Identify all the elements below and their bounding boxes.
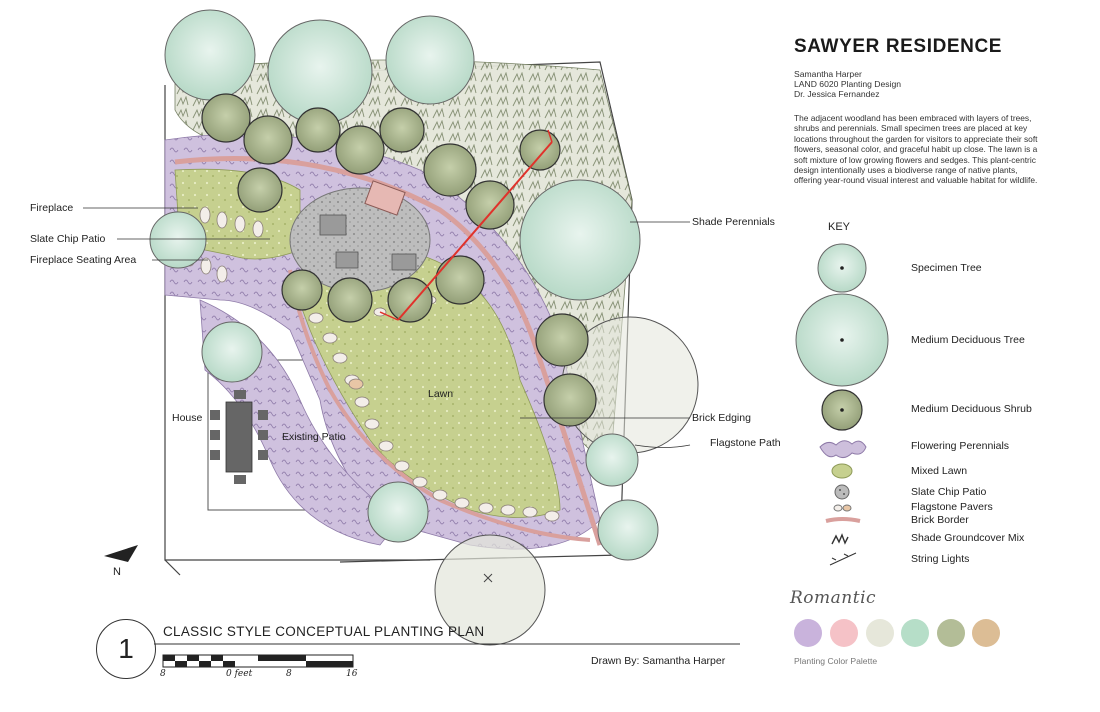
palette-caption: Planting Color Palette — [794, 656, 878, 666]
label-seating: Fireplace Seating Area — [30, 254, 137, 266]
label-slate-patio: Slate Chip Patio — [30, 233, 106, 245]
palette-title: Romantic — [790, 588, 877, 608]
key-label: Slate Chip Patio — [911, 486, 987, 498]
palette-swatch — [972, 619, 1000, 647]
scale-label: 8 — [286, 669, 292, 679]
deciduous-shrub-icon — [821, 389, 863, 431]
key-icons — [795, 243, 889, 566]
palette-swatch — [937, 619, 965, 647]
key-label: Flowering Perennials — [911, 440, 1010, 452]
key-heading: KEY — [828, 221, 851, 233]
palette-swatch — [901, 619, 929, 647]
key-label: Flagstone Pavers — [911, 501, 993, 513]
brick-icon — [825, 517, 861, 523]
course-name: LAND 6020 Planting Design — [794, 79, 902, 89]
label-lawn: Lawn — [428, 388, 454, 400]
label-flagstone-path: Flagstone Path — [710, 437, 781, 449]
brick-edging — [174, 156, 603, 546]
label-fireplace: Fireplace — [30, 202, 74, 214]
medium-deciduous-trees — [164, 9, 641, 301]
key-label: Medium Deciduous Shrub — [911, 403, 1032, 415]
key-label: Shade Groundcover Mix — [911, 532, 1025, 544]
key-label: Specimen Tree — [911, 262, 982, 274]
perennials-icon — [819, 440, 867, 459]
fireplace — [364, 180, 406, 216]
plan-number: 1 — [96, 619, 156, 679]
specimen-tree-icon — [817, 243, 867, 293]
brick-edging — [288, 269, 591, 542]
north-label: N — [113, 566, 121, 578]
north-arrow-icon — [104, 545, 138, 562]
scale-bar — [162, 654, 354, 668]
palette-swatch — [866, 619, 894, 647]
designer-name: Samantha Harper — [794, 69, 862, 79]
key-label: String Lights — [911, 553, 970, 565]
deciduous-tree-icon — [795, 293, 889, 387]
groundcover-icon — [831, 533, 849, 545]
palette-swatch — [830, 619, 858, 647]
scale-label: 0 feet — [226, 669, 253, 679]
key-label: Mixed Lawn — [911, 465, 968, 477]
key-label: Brick Border — [911, 514, 969, 526]
lawn-icon — [831, 463, 853, 479]
string-lights — [397, 141, 553, 321]
slate-icon — [834, 484, 850, 500]
project-description: The adjacent woodland has been embraced … — [794, 113, 1038, 186]
callout-lines — [83, 207, 691, 448]
drawn-by: Drawn By: Samantha Harper — [591, 655, 726, 667]
palette-swatch — [794, 619, 822, 647]
instructor-name: Dr. Jessica Fernandez — [794, 89, 880, 99]
flagstone-icon — [833, 504, 852, 512]
label-house: House — [172, 412, 203, 424]
scale-label: 8 — [160, 669, 166, 679]
scale-label: 16 — [346, 669, 358, 679]
label-brick-edging: Brick Edging — [692, 412, 751, 424]
lights-icon — [829, 552, 857, 566]
project-title: SAWYER RESIDENCE — [794, 36, 1003, 57]
label-existing-patio: Existing Patio — [282, 431, 346, 443]
specimen-trees — [149, 211, 659, 561]
existing-patio-table — [210, 390, 268, 484]
plan-title: CLASSIC STYLE CONCEPTUAL PLANTING PLAN — [163, 624, 485, 639]
planting-plan-drawing — [83, 9, 740, 668]
key-label: Medium Deciduous Tree — [911, 334, 1025, 346]
label-shade-perennials: Shade Perennials — [692, 216, 775, 228]
medium-deciduous-shrubs — [201, 93, 597, 427]
